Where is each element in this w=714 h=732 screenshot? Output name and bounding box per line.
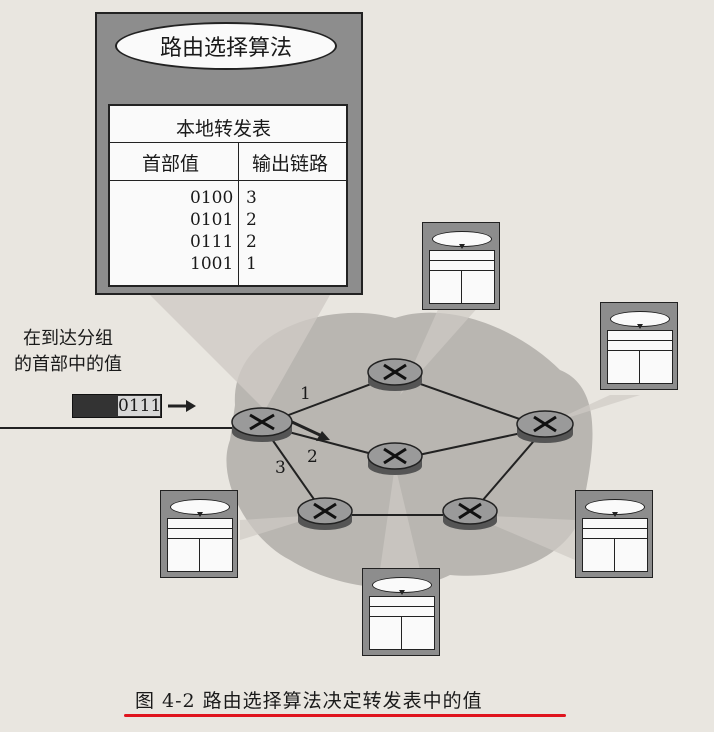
routing-algorithm-label: 路由选择算法 — [159, 36, 292, 61]
callout-cone — [470, 515, 575, 560]
row-link-value: 3 — [246, 188, 257, 208]
mini-forwarding-table — [575, 490, 653, 578]
callout-cone — [150, 295, 330, 410]
mini-forwarding-table — [600, 302, 678, 390]
link-label-1: 1 — [300, 384, 311, 404]
row-header-value: 0100 — [190, 188, 234, 208]
mini-forwarding-table — [160, 490, 238, 578]
router — [367, 442, 423, 475]
mini-forwarding-table — [362, 568, 440, 656]
routing-algorithm: 路由选择算法 — [115, 22, 337, 70]
arrival-label: 在到达分组 的首部中的值 — [8, 326, 128, 378]
callout-cone — [380, 465, 420, 570]
column-divider — [238, 142, 239, 285]
table-divider — [110, 142, 346, 143]
row-header-value: 0101 — [190, 210, 234, 230]
row-link-value: 1 — [246, 254, 257, 274]
forwarding-table: 本地转发表 首部值 输出链路 0100 3 0101 2 0111 2 1001… — [108, 104, 348, 287]
figure-caption: 图 4-2 路由选择算法决定转发表中的值 — [135, 690, 483, 712]
table-title: 本地转发表 — [176, 118, 272, 140]
caption-underline — [124, 714, 566, 717]
row-header-value: 0111 — [190, 232, 234, 252]
row-link-value: 2 — [246, 210, 257, 230]
link-label-2: 2 — [307, 447, 318, 467]
forward-arrow — [291, 420, 323, 438]
mini-forwarding-table — [422, 222, 500, 310]
link-label-3: 3 — [275, 458, 286, 478]
router — [516, 410, 574, 443]
packet-header-value: 0111 — [118, 396, 162, 416]
packet-arrow-head — [186, 400, 196, 412]
col-header-label: 首部值 — [142, 153, 200, 175]
router — [231, 407, 293, 442]
router — [367, 358, 423, 391]
router — [442, 497, 498, 530]
row-link-value: 2 — [246, 232, 257, 252]
row-header-value: 1001 — [190, 254, 234, 274]
router — [297, 497, 353, 530]
arrival-label-line1: 在到达分组 — [23, 328, 113, 349]
forward-arrow-head — [316, 431, 330, 441]
table-divider — [110, 180, 346, 181]
arrival-label-line2: 的首部中的值 — [14, 354, 122, 375]
col-output-label: 输出链路 — [252, 153, 329, 175]
